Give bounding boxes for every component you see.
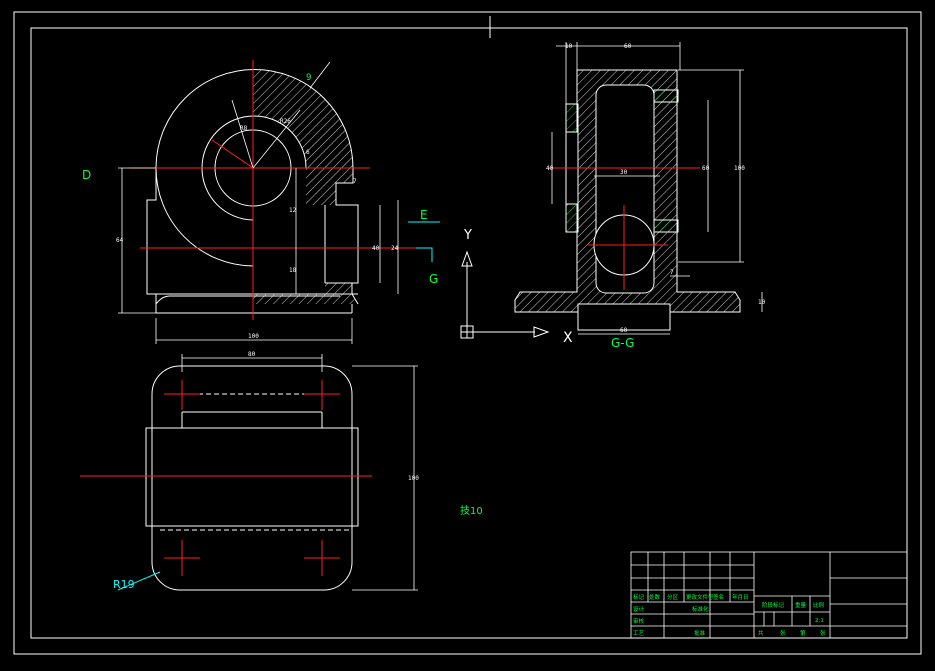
- s-dim-right: 60: [702, 165, 710, 172]
- left-boss: [146, 168, 157, 304]
- s-dim-mid: 30: [620, 169, 628, 176]
- tb-r4-0: 工艺: [633, 630, 645, 637]
- plan-view: [145, 365, 359, 591]
- tb-r1-3: 更改文件号: [686, 593, 714, 601]
- tb-r4-2: 批准: [694, 629, 706, 637]
- tb-r1-0: 标记: [633, 593, 645, 601]
- label-view-d: D: [82, 168, 91, 182]
- s-dim-10: 10: [758, 299, 766, 306]
- s-dim-top-a: 10: [565, 43, 573, 50]
- dim-r2: R26: [280, 118, 291, 125]
- tb-stage: 阶段标记: [762, 601, 785, 609]
- tb-r2-0: 设计: [633, 605, 645, 613]
- tb-sheets-3: 张: [820, 629, 826, 637]
- section-centerlines: [548, 167, 700, 290]
- tb-weight: 重量: [795, 601, 807, 609]
- tb-scale: 比例: [813, 601, 825, 609]
- label-arrow-g: G: [429, 272, 438, 286]
- dim-40: 40: [372, 245, 380, 252]
- s-dim-base: 60: [620, 327, 628, 334]
- dim-bottom: 100: [248, 333, 259, 340]
- inner-arc: [201, 115, 307, 169]
- tb-scale-val: 2:1: [815, 618, 824, 624]
- label-radius: R19: [113, 578, 135, 591]
- tb-sheets-1: 张: [780, 629, 786, 637]
- s-dim-top-b: 60: [624, 43, 632, 50]
- arrow-g: [416, 247, 433, 262]
- front-dim-lines: [118, 61, 399, 344]
- title-block-text: 标记 处数 分区 更改文件号 签名 年月日 设计 标准化 审核 工艺 批准 阶段…: [633, 593, 826, 637]
- plan-dim-lines: [181, 354, 418, 591]
- dim-24: 24: [391, 245, 399, 252]
- s-dim-far: 100: [734, 165, 745, 172]
- inner-border: [30, 27, 908, 639]
- dim-9: 9: [306, 73, 311, 83]
- s-dim-7: 7: [670, 269, 674, 276]
- plan-dim-top: 80: [248, 351, 256, 358]
- plan-centerlines: [80, 380, 372, 576]
- front-hatch: [253, 69, 358, 304]
- tb-r3-0: 审核: [633, 617, 645, 625]
- s-dim-left: 40: [546, 165, 554, 172]
- label-section-gg: G-G: [611, 336, 634, 350]
- ucs-icon: [460, 250, 550, 339]
- label-axis-x: X: [563, 330, 573, 346]
- outer-border: [13, 11, 922, 655]
- front-centerlines: [130, 60, 420, 320]
- tb-sheets-2: 第: [800, 629, 806, 637]
- dim-12: 12: [289, 207, 297, 214]
- dim-18: 18: [289, 267, 297, 274]
- title-block: [630, 551, 908, 639]
- radius-leader: [117, 571, 161, 591]
- dim-left: 64: [116, 237, 124, 244]
- section-view: [514, 69, 741, 331]
- tb-r1-4: 签名: [713, 593, 724, 601]
- dim-7: 7: [353, 178, 357, 185]
- tb-r1-5: 年月日: [732, 593, 749, 601]
- label-arrow-e: E: [420, 208, 428, 222]
- label-axis-y: Y: [463, 228, 472, 243]
- label-note: 技10: [460, 504, 483, 517]
- tb-r1-1: 处数: [649, 593, 661, 601]
- dim-6: 6: [306, 149, 310, 156]
- plan-dim-right: 100: [408, 475, 419, 482]
- inner-arc-lower: [201, 167, 254, 221]
- tb-sheets-0: 共: [758, 629, 764, 637]
- dim-r1: R8: [240, 125, 248, 132]
- tb-r2-2: 标准化: [692, 605, 709, 613]
- section-dim-lines: [551, 42, 763, 335]
- outer-arc-lower: [155, 167, 254, 267]
- tb-r1-2: 分区: [667, 593, 679, 601]
